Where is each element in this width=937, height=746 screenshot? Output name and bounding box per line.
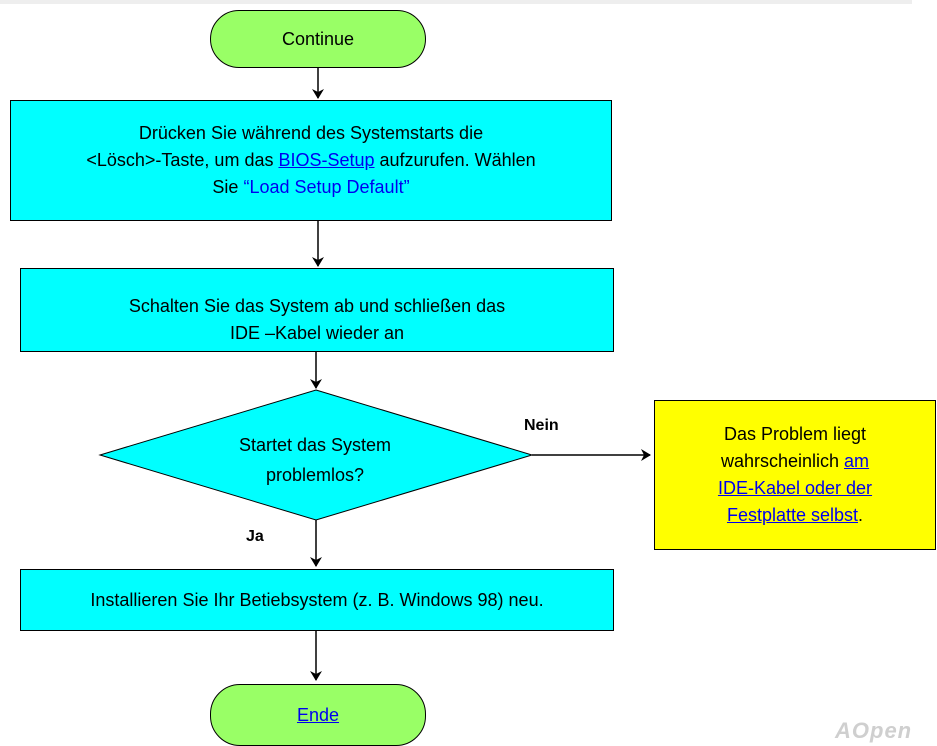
- step3-box: Installieren Sie Ihr Betiebsystem (z. B.…: [20, 569, 614, 631]
- step1-line3-text: Sie: [212, 177, 244, 197]
- ide-cable-link-part1[interactable]: am: [844, 451, 870, 471]
- step1-line2: <Lösch>-Taste, um das BIOS-Setup aufzuru…: [86, 147, 535, 174]
- step2-line2: IDE –Kabel wieder an: [229, 323, 405, 343]
- top-border: [0, 0, 912, 4]
- decision-text: Startet das System problemlos?: [100, 420, 530, 500]
- bios-setup-link[interactable]: BIOS-Setup: [278, 150, 375, 170]
- step1-line2-text: <Lösch>-Taste, um das: [86, 150, 279, 170]
- aopen-logo: AOpen: [835, 718, 913, 743]
- step2-text: Schalten Sie das System ab und schließen…: [129, 269, 505, 347]
- step2-line1: Schalten Sie das System ab und schließen…: [128, 296, 506, 316]
- start-terminal: Continue: [210, 10, 426, 68]
- no-label: Nein: [524, 417, 559, 434]
- problem-box: Das Problem liegt wahrscheinlich am IDE-…: [654, 400, 936, 550]
- step1-line2-tail: aufzurufen. Wählen: [374, 150, 536, 170]
- step1-line3: Sie “Load Setup Default”: [212, 174, 409, 201]
- problem-line2: wahrscheinlich am: [721, 448, 869, 475]
- problem-line2-text: wahrscheinlich: [720, 451, 845, 471]
- end-terminal: Ende: [210, 684, 426, 746]
- problem-line4-tail: .: [858, 505, 864, 525]
- step1-line1: Drücken Sie während des Systemstarts die: [138, 123, 484, 143]
- step3-label: Installieren Sie Ihr Betiebsystem (z. B.…: [90, 589, 544, 610]
- yes-label: Ja: [246, 528, 264, 545]
- step1-box: Drücken Sie während des Systemstarts die…: [10, 100, 612, 221]
- problem-line1: Das Problem liegt: [723, 424, 867, 444]
- problem-line3: IDE-Kabel oder der: [718, 475, 872, 502]
- ide-cable-link-part3[interactable]: Festplatte selbst: [726, 505, 859, 525]
- step2-box: Schalten Sie das System ab und schließen…: [20, 268, 614, 352]
- load-setup-default-text: “Load Setup Default”: [243, 177, 410, 197]
- ide-cable-link-part2[interactable]: IDE-Kabel oder der: [717, 478, 873, 498]
- decision-line1: Startet das System: [238, 435, 392, 455]
- start-label: Continue: [281, 28, 355, 49]
- decision-line2: problemlos?: [265, 465, 365, 485]
- end-link[interactable]: Ende: [296, 704, 340, 725]
- problem-line4: Festplatte selbst.: [727, 502, 863, 529]
